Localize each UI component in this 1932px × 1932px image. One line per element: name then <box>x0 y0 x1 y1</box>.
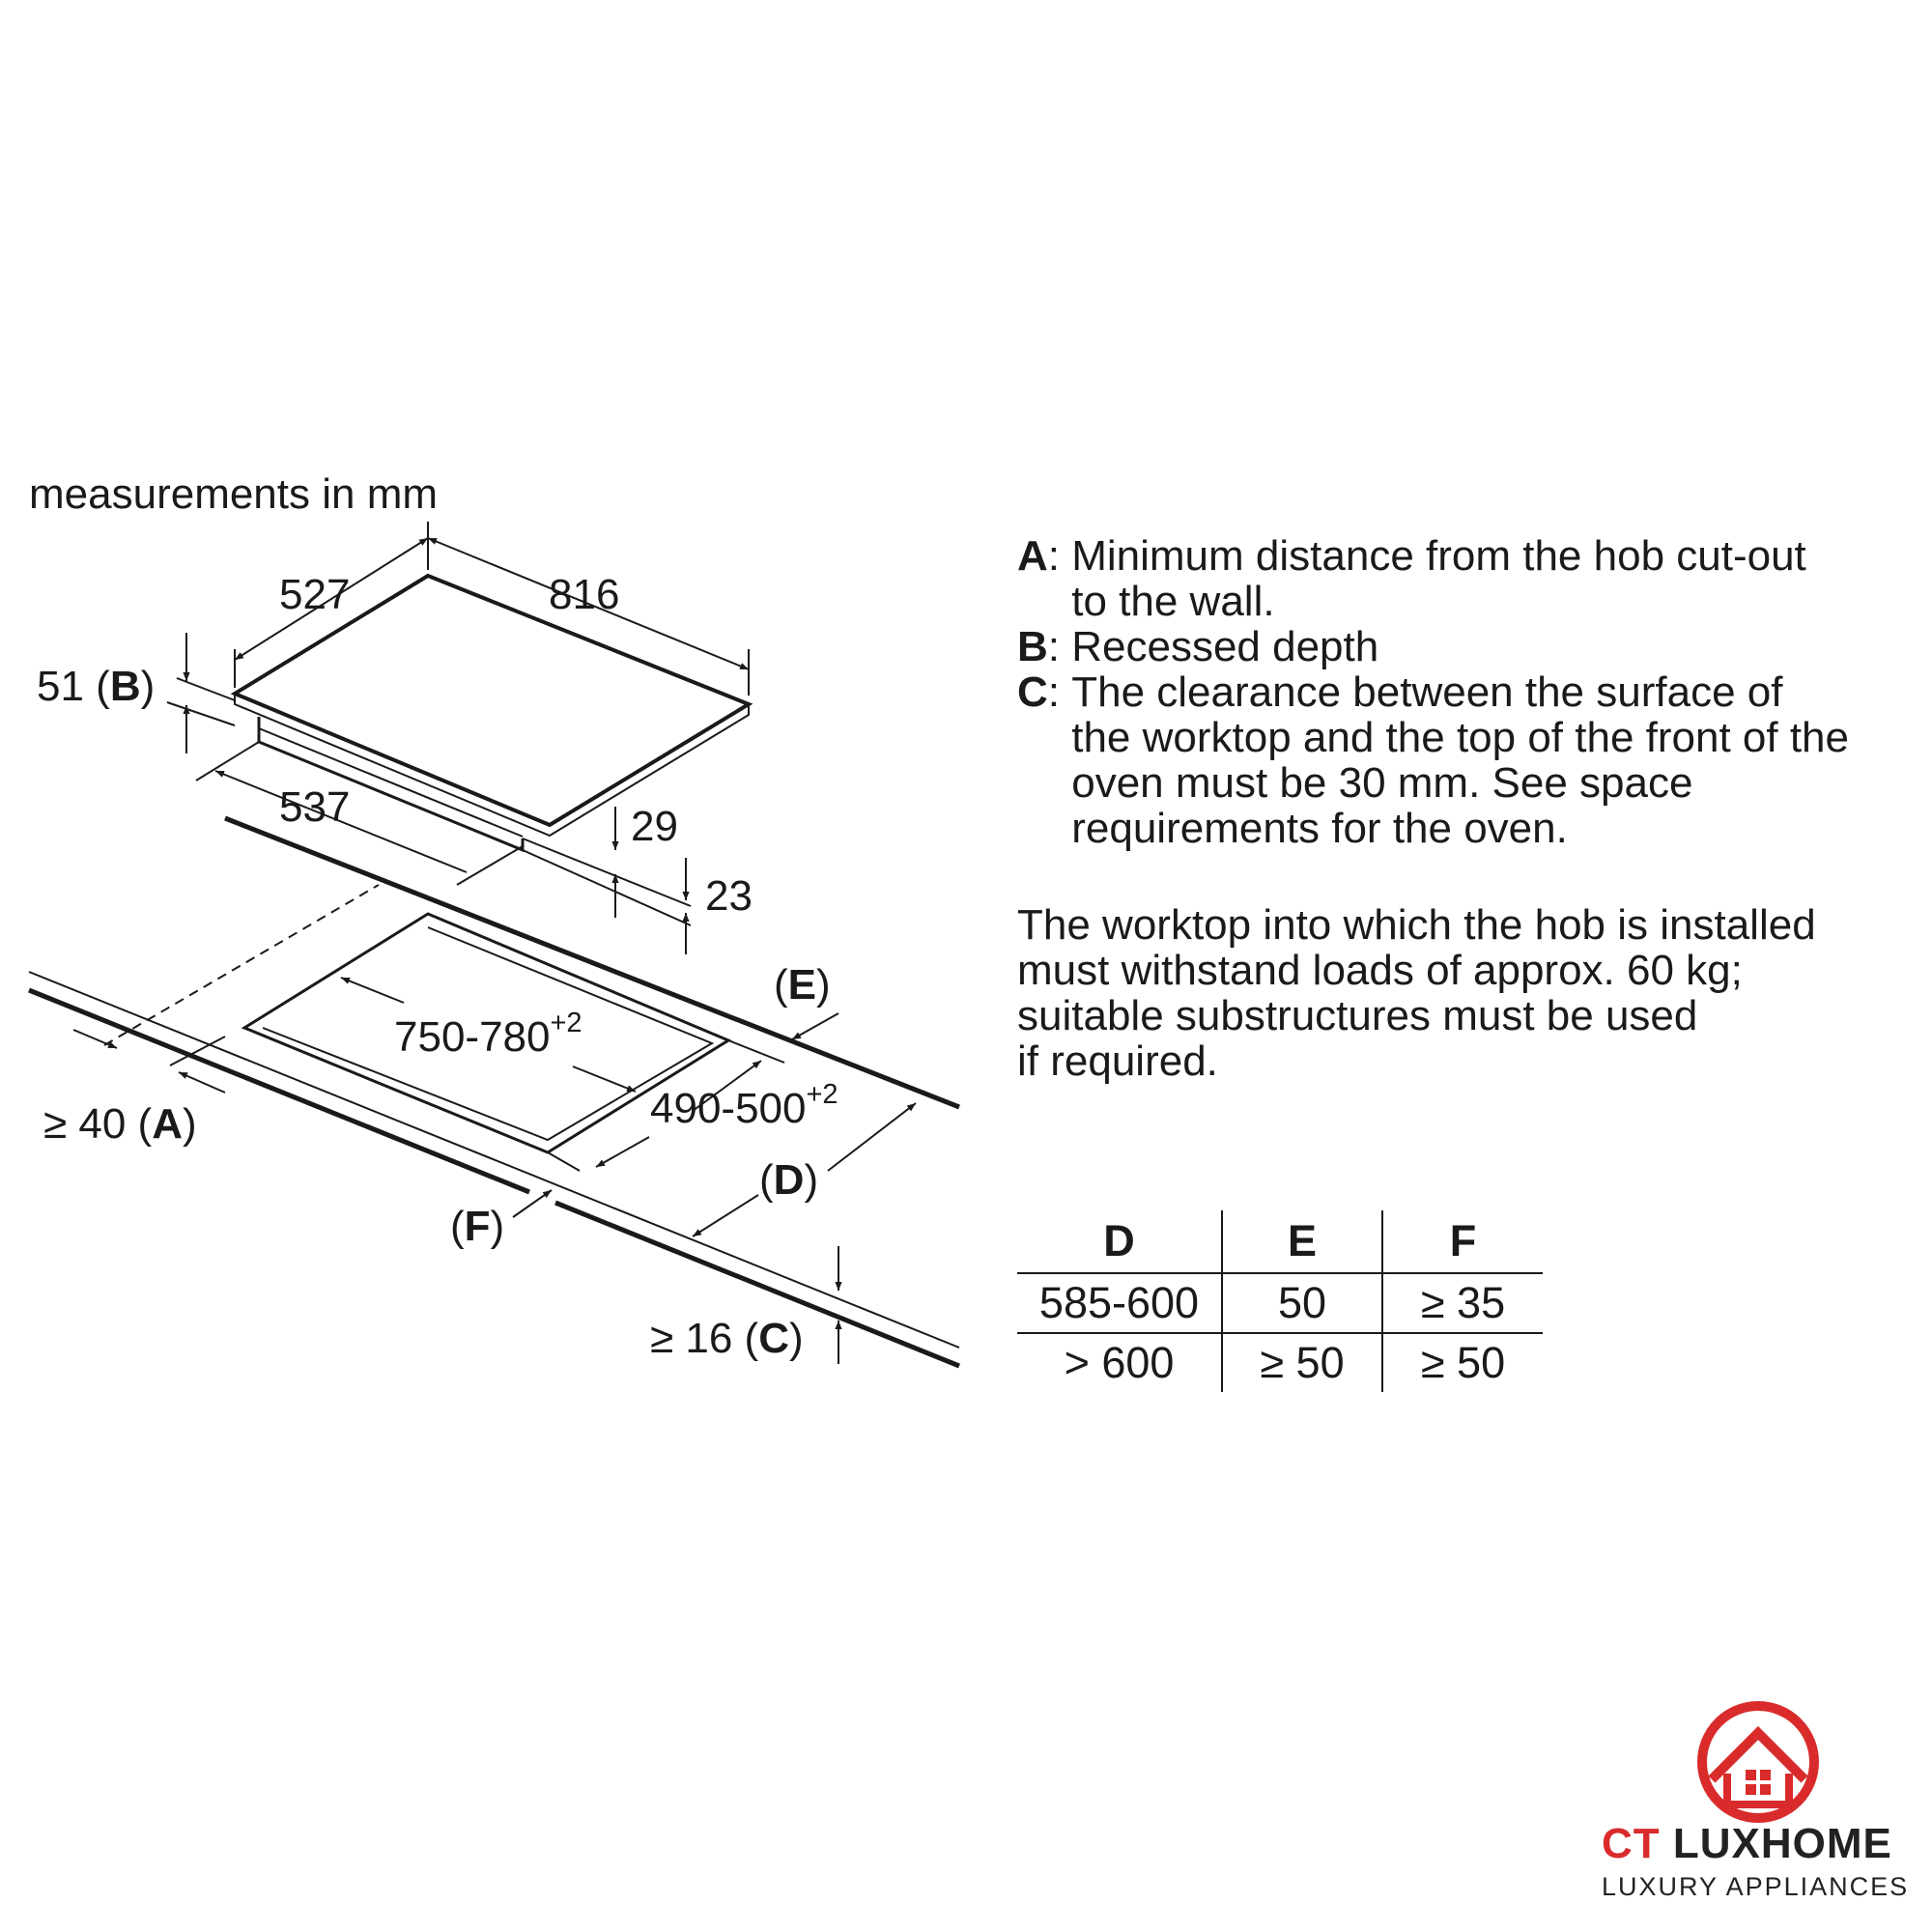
dim-f-arrow <box>512 1189 553 1218</box>
dim-490-line-right <box>692 1060 762 1112</box>
label-f: (F) <box>450 1203 504 1250</box>
brand-watermark: CT LUXHOME LUXURY APPLIANCES <box>1584 1700 1932 1932</box>
dim-537-line <box>214 770 468 873</box>
legend-key: B <box>1017 623 1048 670</box>
dim-527-label: 527 <box>279 571 350 618</box>
worktop-back-edge <box>224 815 960 1110</box>
dim-537-label: 537 <box>279 783 350 831</box>
units-label: measurements in mm <box>29 470 438 518</box>
brand-name-ct: CT <box>1602 1820 1661 1867</box>
table-cell: ≥ 35 <box>1382 1273 1543 1334</box>
legend-item-c: C: The clearance between the surface of … <box>1017 669 1906 851</box>
table-cell: 585-600 <box>1017 1273 1222 1334</box>
dim-537-ext <box>195 741 260 781</box>
cutout-inner <box>262 926 715 1142</box>
dim-e-arrow <box>791 1012 839 1040</box>
brand-name: CT LUXHOME <box>1602 1820 1932 1868</box>
table-header-d: D <box>1017 1210 1222 1274</box>
dim-29-ext <box>522 838 692 907</box>
legend-colon: : <box>1047 668 1072 716</box>
dim-51-ext-bottom <box>166 701 236 726</box>
dim-490-line <box>595 1136 650 1168</box>
legend-key: C <box>1017 668 1048 716</box>
house-circle-icon <box>1697 1701 1819 1823</box>
table-header-row: D E F <box>1017 1210 1543 1274</box>
dim-816-line <box>427 537 750 670</box>
table-row: 585-600 50 ≥ 35 <box>1017 1273 1543 1334</box>
table-header-f: F <box>1382 1210 1543 1274</box>
dim-750-line <box>340 977 405 1004</box>
legend-item-b: B: Recessed depth <box>1017 624 1906 669</box>
dim-750-label: 750-780+2 <box>394 1008 582 1061</box>
worktop-front-top-edge <box>28 971 960 1349</box>
dimension-lines <box>72 522 917 1364</box>
legend-colon: : <box>1047 623 1072 670</box>
dim-51-ext-top <box>176 677 236 701</box>
legend-text: Minimum distance from the hob cut-out to… <box>1071 532 1806 625</box>
worktop-front-edge-right <box>554 1200 960 1369</box>
brand-tagline: LUXURY APPLIANCES <box>1602 1872 1910 1901</box>
dim-490-ext <box>547 1151 581 1172</box>
dim-23-ext <box>522 849 692 926</box>
load-note: The worktop into which the hob is instal… <box>1017 901 1816 1085</box>
dim-d-line-lower <box>692 1194 759 1237</box>
legend-item-a: A: Minimum distance from the hob cut-out… <box>1017 533 1906 624</box>
dim-40-arrow-right <box>178 1071 226 1094</box>
legend: A: Minimum distance from the hob cut-out… <box>1017 533 1906 851</box>
spec-table: D E F 585-600 50 ≥ 35 > 600 ≥ 50 ≥ 50 <box>1017 1210 1543 1392</box>
brand-name-luxhome: LUXHOME <box>1672 1820 1892 1867</box>
label-e: (E) <box>774 961 831 1009</box>
dim-23-label: 23 <box>705 872 753 920</box>
dim-527-line <box>234 537 429 661</box>
dim-750-ext <box>727 1039 785 1064</box>
dimension-labels: measurements in mm 527 816 51 (B) 537 29… <box>29 470 838 1362</box>
table-row: > 600 ≥ 50 ≥ 50 <box>1017 1333 1543 1392</box>
dim-29-label: 29 <box>631 803 678 850</box>
worktop-front-edge-left <box>28 987 530 1195</box>
table-header-e: E <box>1221 1210 1383 1274</box>
wall-projection-line <box>103 884 380 1046</box>
dim-40-ext <box>169 1036 226 1066</box>
legend-key: A <box>1017 532 1048 580</box>
dim-816-label: 816 <box>549 571 619 618</box>
dim-40-arrow-left <box>72 1029 118 1049</box>
legend-text: The clearance between the surface of the… <box>1071 668 1849 852</box>
table-cell: 50 <box>1221 1273 1383 1334</box>
legend-colon: : <box>1047 532 1072 580</box>
table-cell: ≥ 50 <box>1221 1333 1383 1392</box>
table-cell: ≥ 50 <box>1420 1338 1506 1387</box>
dim-40-label: ≥ 40 (A) <box>43 1100 197 1148</box>
legend-text: Recessed depth <box>1071 623 1379 670</box>
dim-d-line <box>827 1102 917 1172</box>
label-d: (D) <box>759 1156 818 1204</box>
table-cell: > 600 <box>1064 1338 1175 1387</box>
dim-537-ext-right <box>456 845 524 886</box>
dim-16-label: ≥ 16 (C) <box>650 1315 804 1362</box>
dim-750-line-right <box>572 1065 637 1093</box>
dim-51-label: 51 (B) <box>37 663 155 710</box>
dim-490-label: 490-500+2 <box>650 1079 838 1132</box>
hob-base-edge <box>258 727 524 838</box>
hob-top-rim <box>234 694 750 838</box>
